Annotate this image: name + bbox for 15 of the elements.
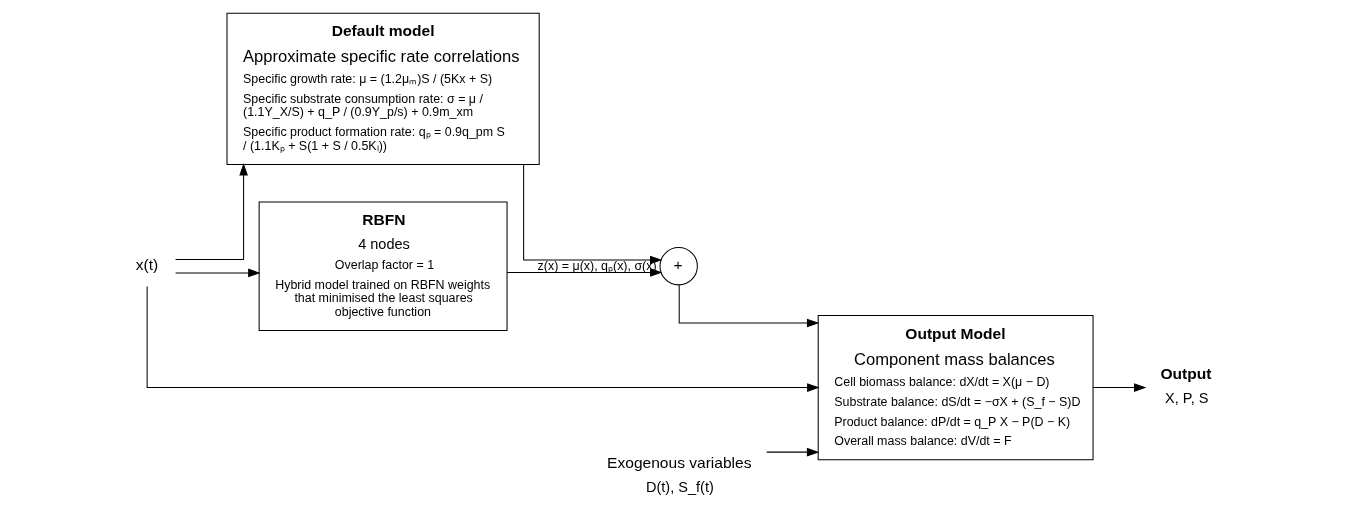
node-box: RBFN 4 nodes Overlap factor = 1 Hybrid model trained on RBFN weights that minimised the least squares objective function: [258, 200, 508, 331]
node-text: x(t): [135, 255, 158, 273]
node-text: Exogenous variables D(t), S_f(t): [606, 453, 751, 494]
arrow: [678, 284, 819, 327]
node-box: Output Model Component mass balances Cell biomass balance: dX/dt = X(μ − D) Substrate balance: dS/dt = −σX + (S_f − S)D Product balance: dP/dt = q_P X − P(D − K) Overall mass balance: dV/dt = F: [817, 314, 1094, 460]
node-circle: +: [659, 246, 698, 285]
arrow: [765, 447, 819, 456]
node-text: Output X, P, S: [1159, 364, 1211, 406]
node-box: Default model Approximate specific rate correlations Specific growth rate: μ = (1.2μₘ)S / (5Kx + S) Specific substrate consumption rate: σ = μ / (1.1Y_X/S) + q_P / (0.9Y_p/s) + 0.9m_xm Specific product formation rate: qₚ = 0.9q_pm S / (1.1Kₚ + S(1 + S / 0.5Kₗ)): [225, 12, 540, 165]
arrow: [1092, 382, 1146, 392]
arrow: [174, 162, 248, 260]
arrow: [146, 285, 820, 392]
arrow: [174, 268, 261, 277]
arrow: [506, 267, 662, 277]
arrow: [522, 163, 662, 264]
